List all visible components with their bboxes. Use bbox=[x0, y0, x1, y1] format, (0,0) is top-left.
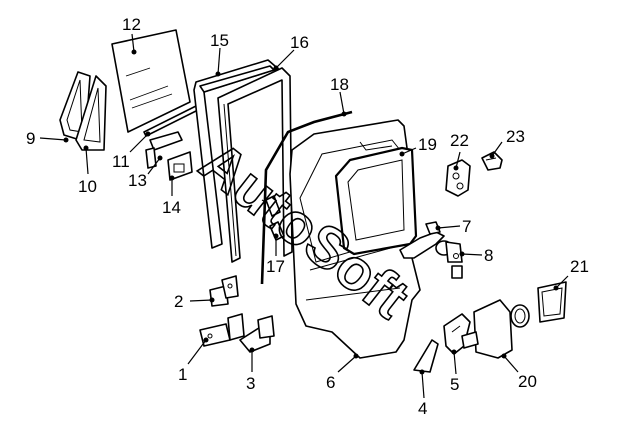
part-door-glass bbox=[217, 67, 293, 263]
callout-1: 1 bbox=[178, 365, 187, 384]
part-retainer-clip bbox=[481, 151, 503, 171]
callout-5: 5 bbox=[450, 375, 459, 394]
callout-7: 7 bbox=[462, 217, 471, 236]
part-inner-handle bbox=[399, 221, 445, 259]
callout-6: 6 bbox=[326, 373, 335, 392]
callout-8: 8 bbox=[484, 246, 493, 265]
part-glass-channel bbox=[167, 151, 193, 181]
part-window-frame bbox=[334, 146, 418, 256]
callout-18: 18 bbox=[330, 75, 349, 94]
callout-12: 12 bbox=[122, 15, 141, 34]
callout-19: 19 bbox=[418, 135, 437, 154]
callout-14: 14 bbox=[162, 198, 181, 217]
callout-20: 20 bbox=[518, 372, 537, 391]
callout-2: 2 bbox=[174, 292, 183, 311]
callout-4: 4 bbox=[418, 399, 427, 418]
callout-3: 3 bbox=[246, 374, 255, 393]
callout-16: 16 bbox=[290, 33, 309, 52]
part-check-strap bbox=[239, 315, 275, 353]
callout-10: 10 bbox=[78, 177, 97, 196]
callout-9: 9 bbox=[26, 129, 35, 148]
part-vent-window-frame bbox=[59, 71, 107, 151]
callout-labels: 1 2 3 4 5 6 7 8 9 10 11 12 13 14 15 16 1… bbox=[26, 15, 589, 418]
part-lower-hinge bbox=[199, 313, 245, 347]
part-mirror-cover bbox=[413, 339, 439, 373]
callout-22: 22 bbox=[450, 131, 469, 150]
callout-15: 15 bbox=[210, 31, 229, 50]
part-glass-guide bbox=[145, 131, 183, 169]
leader-lines bbox=[39, 33, 569, 399]
part-lock-cylinder bbox=[435, 240, 463, 279]
callout-13: 13 bbox=[128, 171, 147, 190]
part-fixed-glass bbox=[111, 29, 199, 137]
part-mirror-housing bbox=[461, 299, 530, 359]
callout-17: 17 bbox=[266, 257, 285, 276]
callout-23: 23 bbox=[506, 127, 525, 146]
part-mirror-glass bbox=[537, 281, 567, 323]
callout-11: 11 bbox=[112, 152, 130, 171]
part-upper-hinge bbox=[209, 275, 239, 307]
callout-21: 21 bbox=[570, 257, 589, 276]
part-latch bbox=[445, 159, 471, 197]
